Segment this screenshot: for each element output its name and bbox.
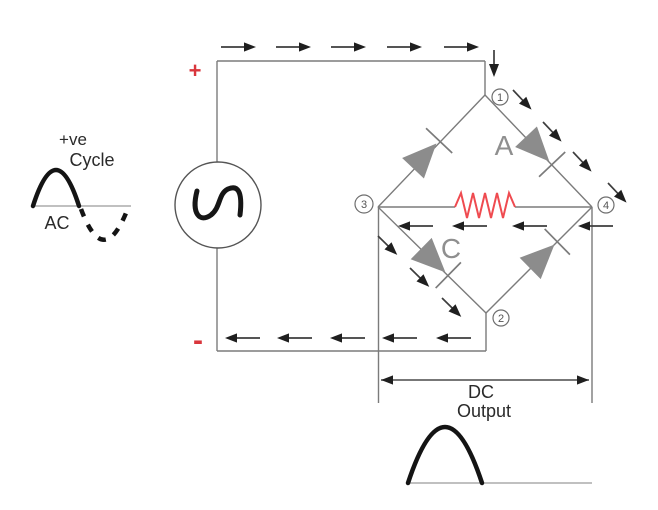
diode-top-left: [399, 127, 454, 182]
current-arrow-left: [397, 220, 434, 232]
current-arrow-right: [220, 41, 257, 53]
flow-arrow-diag: [405, 263, 434, 292]
diode-a-label: A: [495, 130, 514, 161]
flow-arrow-down: [488, 49, 500, 78]
plus-sign: +: [189, 58, 202, 83]
current-arrow-right: [443, 41, 480, 53]
diode-c-label: C: [441, 233, 461, 264]
current-arrow-right: [275, 41, 312, 53]
flow-arrow-diag: [538, 117, 567, 146]
circuit-wires: [216, 60, 487, 352]
flow-arrow-diag: [568, 147, 597, 176]
pos-cycle-label-line2: Cycle: [69, 150, 114, 170]
load-resistor: [454, 189, 516, 219]
flow-arrow-diag: [508, 85, 537, 114]
node-1-badge: 1: [491, 88, 509, 106]
bottom-current-arrows: [224, 332, 472, 344]
ac-label: AC: [44, 213, 69, 233]
current-arrow-left: [577, 220, 614, 232]
pos-cycle-label-line1: +ve: [59, 130, 87, 149]
svg-text:4: 4: [603, 200, 609, 212]
ac-source: [174, 161, 262, 249]
svg-text:3: 3: [361, 199, 367, 211]
current-arrow-left: [451, 220, 488, 232]
svg-text:2: 2: [498, 313, 504, 325]
sine-wave-icon: [192, 185, 244, 221]
svg-text:1: 1: [497, 92, 503, 104]
current-arrow-left: [435, 332, 472, 344]
ac-positive-halfwave: [30, 168, 82, 209]
top-current-arrows: [220, 41, 480, 53]
current-arrow-left: [224, 332, 261, 344]
dc-output-label-line1: DC: [468, 382, 494, 402]
input-waveform: +ve Cycle AC: [30, 130, 131, 242]
node-4-badge: 4: [597, 196, 615, 214]
dc-halfwave: [405, 424, 485, 486]
output-waveform: [405, 424, 592, 486]
current-arrow-right: [386, 41, 423, 53]
flow-arrows-diode-a-path: [488, 49, 632, 207]
bridge-frame: [377, 94, 593, 403]
dimension-arrowhead-right: [577, 375, 589, 385]
node-2-badge: 2: [492, 309, 510, 327]
dc-output-label-line2: Output: [457, 401, 511, 421]
node-3-badge: 3: [354, 194, 374, 214]
current-arrow-left: [276, 332, 313, 344]
current-arrow-left: [329, 332, 366, 344]
dc-output-dimension: DC Output: [381, 375, 589, 421]
current-arrow-left: [381, 332, 418, 344]
minus-sign: -: [193, 324, 203, 357]
flow-arrow-diag: [437, 293, 466, 322]
current-arrow-right: [330, 41, 367, 53]
dimension-arrowhead-left: [381, 375, 393, 385]
current-arrow-left: [511, 220, 548, 232]
ac-negative-halfwave-dashed: [78, 207, 131, 242]
load-current-arrows: [397, 220, 614, 232]
